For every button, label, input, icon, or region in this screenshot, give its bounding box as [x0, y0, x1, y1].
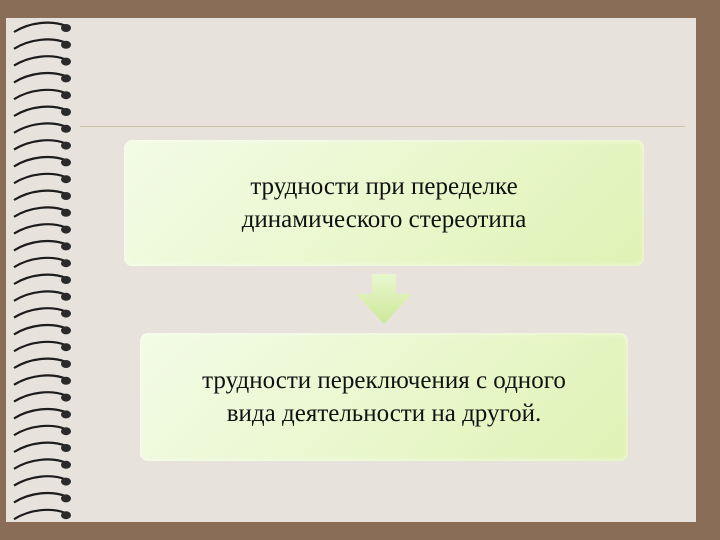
spiral-ring	[13, 223, 67, 235]
spiral-hole	[61, 242, 71, 251]
spiral-ring	[13, 290, 67, 302]
spiral-hole	[61, 208, 71, 217]
spiral-ring	[13, 475, 67, 487]
spiral-hole	[61, 124, 71, 133]
spiral-hole	[61, 427, 71, 436]
spiral-ring	[13, 239, 67, 252]
divider-line	[80, 126, 685, 127]
spiral-ring	[13, 206, 67, 218]
spiral-hole	[61, 225, 71, 234]
spiral-ring	[13, 508, 67, 521]
spiral-ring	[13, 273, 67, 285]
step-1-text: трудности при переделке динамического ст…	[241, 173, 527, 233]
spiral-hole	[61, 259, 71, 268]
spiral-ring	[13, 323, 67, 336]
spiral-ring	[13, 424, 67, 437]
spiral-ring	[13, 407, 67, 420]
spiral-ring	[13, 55, 67, 67]
spiral-hole	[61, 511, 71, 520]
spiral-hole	[61, 309, 71, 318]
spiral-ring	[13, 189, 67, 201]
spiral-ring	[13, 122, 67, 134]
spiral-hole	[61, 477, 71, 486]
spiral-hole	[61, 444, 71, 452]
spiral-ring	[13, 139, 67, 151]
arrow-down-icon	[356, 274, 412, 324]
spiral-ring	[13, 391, 67, 403]
spiral-hole	[61, 494, 71, 503]
spiral-ring	[13, 21, 67, 33]
spiral-hole	[61, 175, 71, 184]
spiral-hole	[61, 40, 71, 49]
spiral-ring	[13, 374, 67, 386]
spiral-ring	[13, 71, 67, 84]
diagram-step-1: трудности при переделке динамического ст…	[124, 140, 644, 266]
spiral-hole	[61, 108, 71, 116]
spiral-hole	[61, 376, 71, 385]
spiral-ring	[13, 340, 67, 353]
spiral-hole	[61, 410, 71, 419]
spiral-hole	[61, 74, 71, 83]
spiral-ring	[13, 155, 67, 168]
spiral-ring	[13, 38, 67, 50]
spiral-hole	[61, 24, 71, 32]
spiral-hole	[61, 276, 71, 284]
spiral-hole	[61, 326, 71, 335]
spiral-ring	[13, 172, 67, 185]
spiral-hole	[61, 460, 71, 469]
spiral-hole	[61, 141, 71, 150]
spiral-hole	[61, 360, 71, 368]
spiral-ring	[13, 357, 67, 369]
spiral-hole	[61, 57, 71, 66]
spiral-hole	[61, 91, 71, 100]
spiral-ring	[13, 88, 67, 101]
spiral-hole	[61, 393, 71, 402]
spiral-hole	[61, 343, 71, 352]
spiral-ring	[13, 441, 67, 453]
spiral-hole	[61, 192, 71, 200]
step-2-text: трудности переключения с одного вида дея…	[202, 367, 566, 427]
spiral-hole	[61, 158, 71, 167]
diagram-step-2: трудности переключения с одного вида дея…	[140, 333, 628, 461]
spiral-binding-icon	[13, 21, 71, 521]
spiral-ring	[13, 105, 67, 117]
spiral-ring	[13, 491, 67, 504]
spiral-ring	[13, 256, 67, 269]
spiral-hole	[61, 292, 71, 301]
spiral-ring	[13, 458, 67, 470]
spiral-ring	[13, 307, 67, 319]
